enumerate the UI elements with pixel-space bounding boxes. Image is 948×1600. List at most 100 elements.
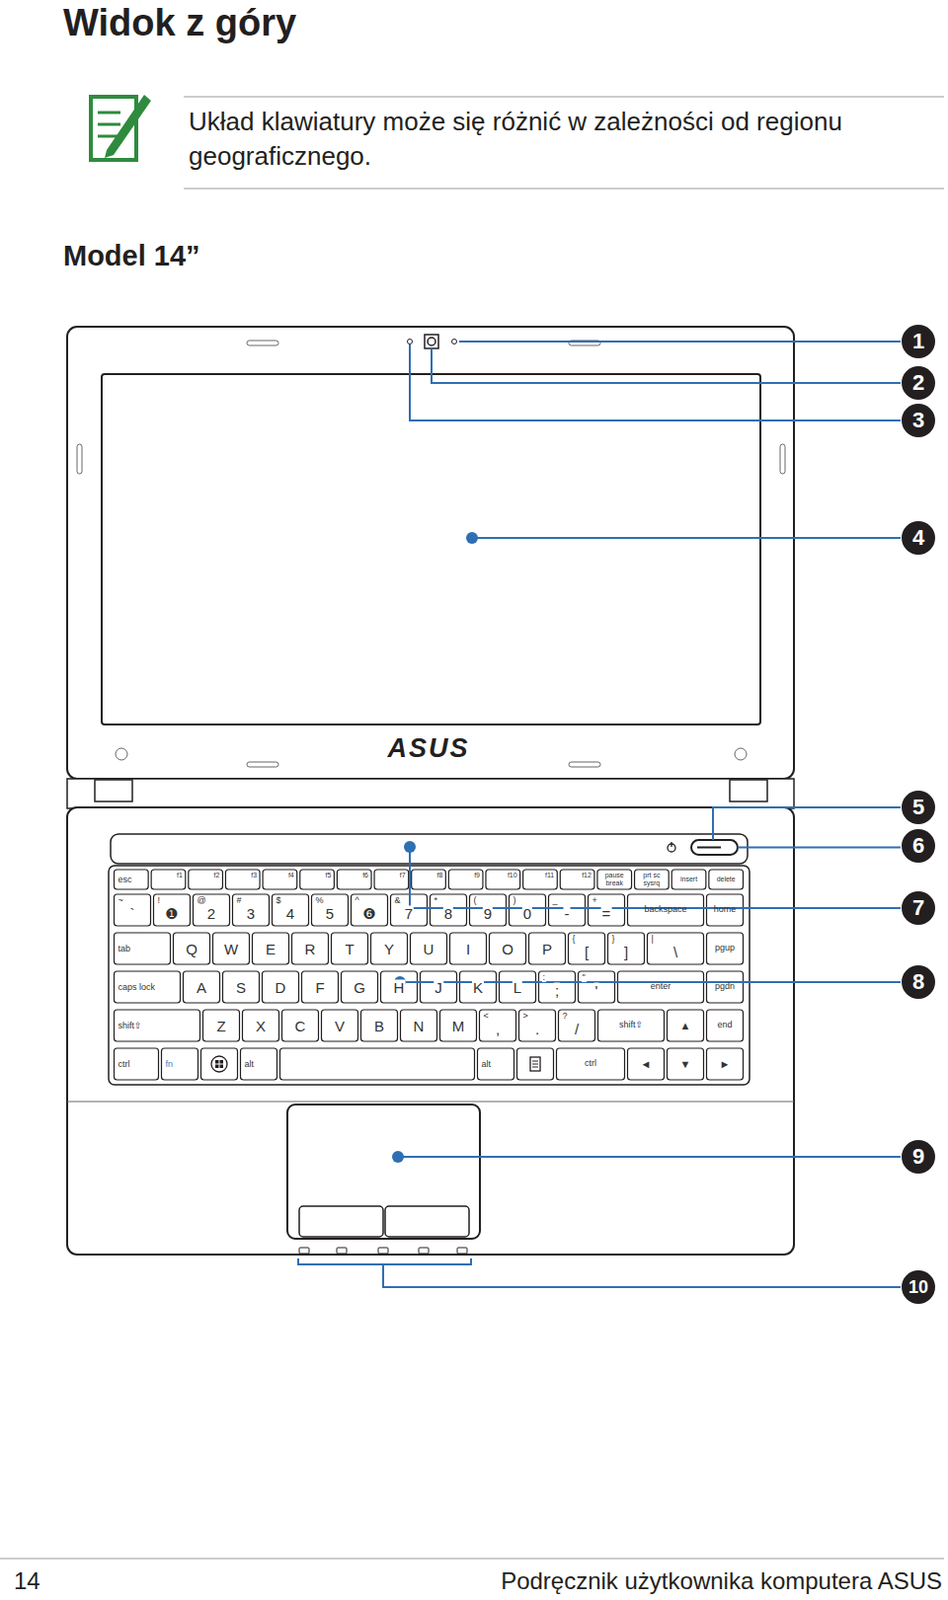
key-legend: M: [451, 1019, 467, 1034]
keyboard-key: [477, 1048, 515, 1081]
power-button-mark: [697, 847, 721, 850]
palm-rest-edge: [67, 1102, 794, 1104]
key-legend: H: [393, 980, 406, 996]
microphone: [452, 339, 458, 345]
touchpad-button: [385, 1206, 470, 1238]
key-legend: ;: [553, 983, 560, 999]
callout-circle: [901, 366, 936, 400]
key-legend: R: [304, 942, 317, 957]
leader-line: [397, 1156, 901, 1159]
keyboard-key: [114, 933, 171, 965]
leader-dot: [403, 841, 416, 854]
key-legend: A: [195, 980, 208, 996]
key-legend: enter: [620, 982, 703, 993]
bezel-slot: [780, 444, 786, 474]
key-shift-symbol: ^: [354, 896, 361, 906]
keyboard-key: [114, 894, 152, 927]
keyboard-key: [213, 933, 250, 965]
keyboard-key: [411, 869, 447, 890]
keyboard: [114, 869, 744, 1081]
leader-lines: [298, 341, 901, 1288]
callout-number: 1: [901, 324, 936, 359]
keyboard-key: [410, 933, 448, 965]
power-icon: [670, 842, 672, 848]
menu-icon: [532, 1061, 539, 1063]
key-legend: W: [223, 942, 239, 957]
leader-line: [737, 847, 901, 850]
key-legend: f9: [473, 871, 481, 879]
key-legend: D: [274, 980, 288, 996]
note-text: Układ klawiatury może się różnić w zależ…: [188, 104, 942, 174]
hinge: [729, 780, 768, 802]
key-shift-symbol: :: [542, 973, 548, 983]
keyboard-key: [193, 894, 231, 927]
keyboard-key: [114, 1010, 201, 1042]
keyboard-key: [707, 1048, 744, 1081]
status-indicator: [336, 1248, 347, 1255]
callout-circle: [901, 829, 936, 864]
key-shift-symbol: }: [611, 935, 617, 945]
status-indicator: [418, 1248, 429, 1255]
keyboard-key: [485, 869, 521, 890]
keyboard-key: [374, 869, 409, 890]
keyboard-key: [161, 1048, 199, 1081]
keyboard-bezel: [108, 866, 750, 1086]
key-legend: ]: [623, 945, 630, 960]
key-legend: C: [294, 1019, 308, 1034]
key-shift-symbol: <: [482, 1012, 490, 1022]
keyboard-key: [558, 1010, 596, 1042]
key-legend: =: [601, 906, 613, 922]
key-legend: alt: [480, 1060, 493, 1070]
keyboard-key: [539, 971, 576, 1004]
footer-text: Podręcznik użytkownika komputera ASUS: [500, 1568, 943, 1596]
key-shift-symbol: ~: [117, 896, 125, 906]
callout-number: 10: [901, 1270, 936, 1305]
key-legend: backspace: [630, 905, 703, 916]
keyboard-key: [523, 869, 558, 890]
callout-number: 5: [901, 790, 936, 825]
key-legend: ◄: [639, 1059, 653, 1071]
top-strip: [110, 834, 748, 865]
keyboard-key: [578, 971, 616, 1004]
key-legend: f4: [287, 871, 296, 879]
status-indicator: [378, 1248, 389, 1255]
key-legend: U: [422, 942, 436, 957]
key-legend: ►: [718, 1059, 732, 1071]
callout-circle: [901, 403, 936, 438]
callout-number: 8: [901, 965, 936, 1000]
keyboard-key: [233, 894, 270, 927]
key-legend: O: [500, 942, 515, 957]
keyboard-key: [568, 933, 606, 965]
key-legend: 9: [482, 906, 493, 922]
key-shift-symbol: >: [522, 1012, 530, 1022]
keyboard-key: [667, 1048, 705, 1081]
keyboard-key: [671, 869, 707, 890]
keyboard-key: [707, 1010, 744, 1042]
key-legend: shift⇧: [117, 1022, 144, 1031]
windows-logo: [211, 1056, 228, 1073]
keyboard-key: [154, 894, 191, 927]
key-legend: f8: [435, 871, 444, 879]
key-legend: f2: [213, 871, 222, 879]
menu-icon: [532, 1064, 539, 1066]
keyboard-key: [361, 1010, 398, 1042]
power-button: [691, 840, 738, 856]
keyboard-key: [300, 869, 335, 890]
key-legend: `: [129, 906, 137, 922]
leader-line: [298, 1259, 901, 1288]
keyboard-key: [647, 933, 705, 965]
key-legend: f12: [580, 871, 593, 879]
key-shift-symbol: _: [552, 896, 559, 906]
menu-icon: [532, 1067, 539, 1069]
key-legend: 3: [245, 906, 256, 922]
key-legend: shift⇧: [600, 1021, 663, 1031]
keyboard-key: [707, 971, 744, 1004]
keyboard-key: [549, 894, 586, 927]
key-shift-symbol: ?: [561, 1012, 569, 1022]
key-legend: [: [583, 945, 590, 960]
note-icon: [90, 94, 152, 160]
model-heading: Model 14”: [63, 239, 201, 273]
key-legend: Q: [184, 942, 199, 957]
key-legend: f5: [324, 871, 333, 879]
keyboard-key: [450, 933, 487, 965]
